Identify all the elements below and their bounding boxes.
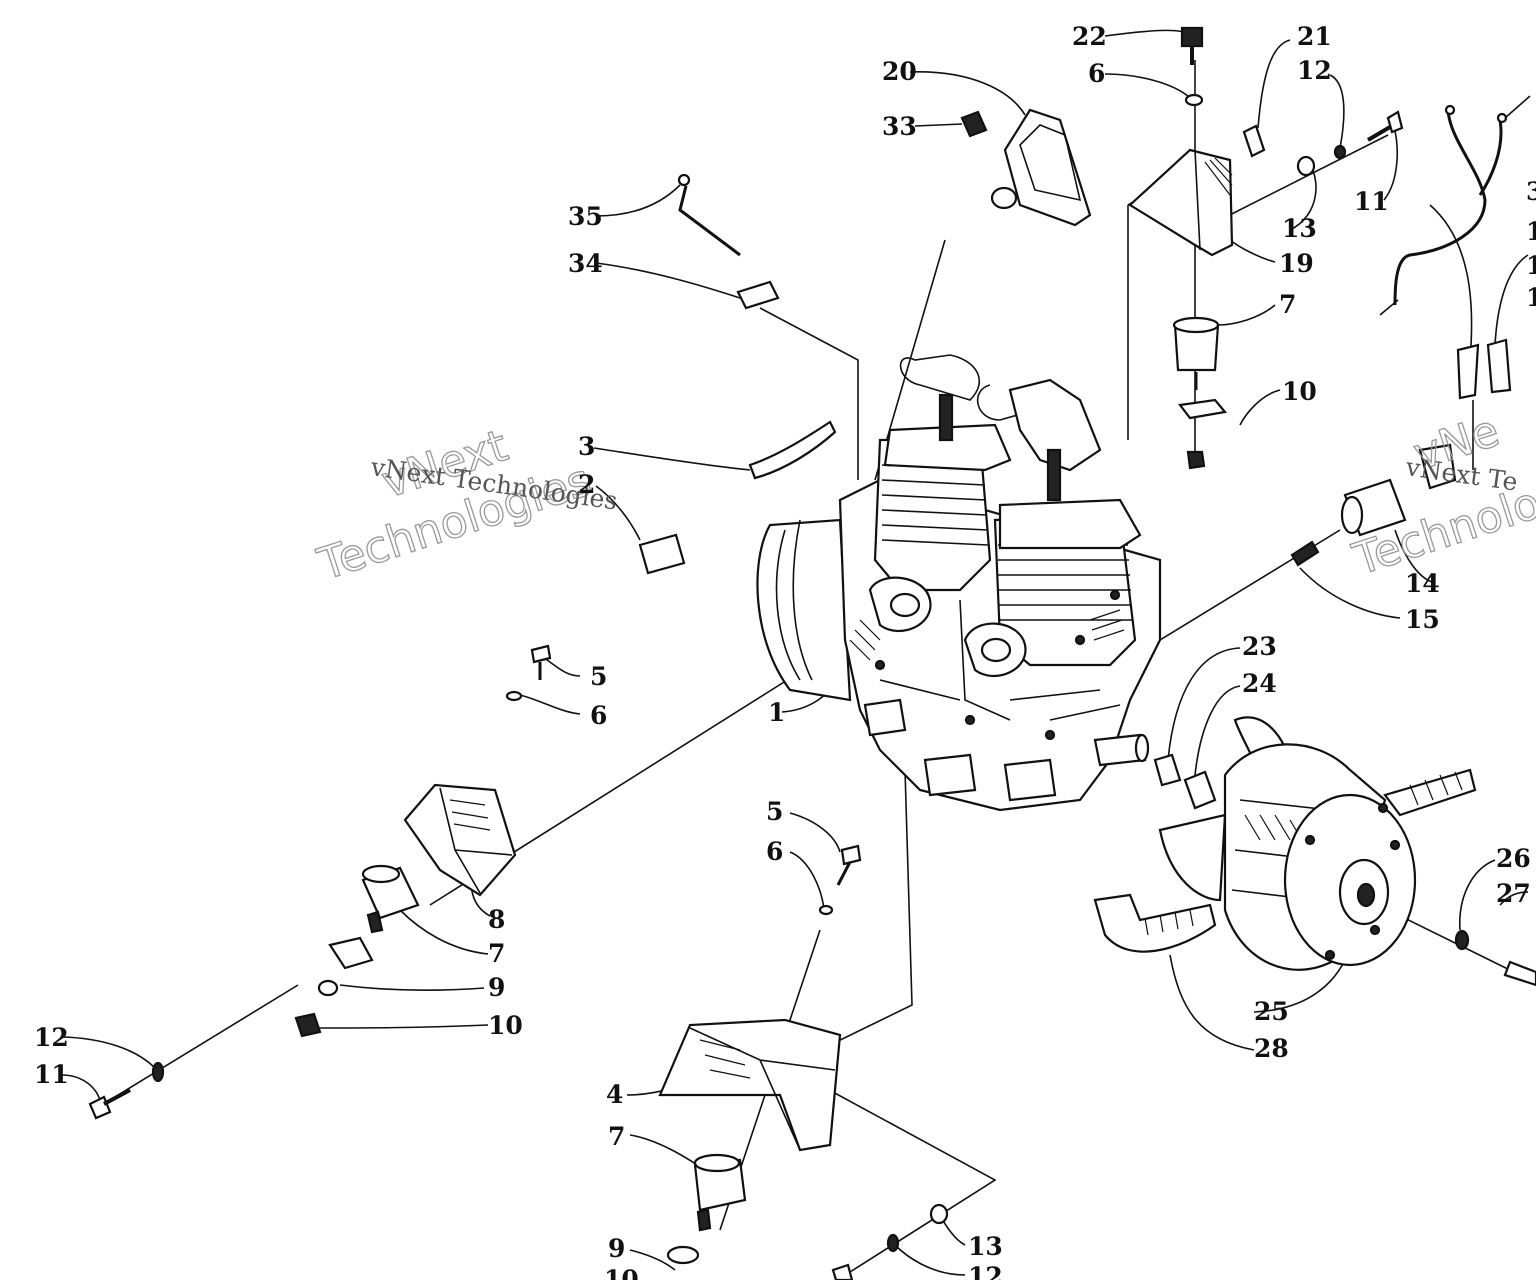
callout-6: 6 <box>590 701 607 730</box>
callout-15: 15 <box>1405 605 1440 634</box>
callout-10: 10 <box>604 1265 639 1280</box>
callout-3-cut: 3 <box>1526 177 1536 206</box>
watermark-right-line: vNext Te <box>1403 452 1519 497</box>
callout-20: 20 <box>882 57 917 86</box>
callout-21: 21 <box>1297 22 1332 51</box>
lower-mount-parts <box>658 844 949 1280</box>
clutch-assembly <box>1093 716 1536 987</box>
callout-34: 34 <box>568 249 603 278</box>
callout-5: 5 <box>766 797 783 826</box>
callout-8: 8 <box>488 905 505 934</box>
callout-25: 25 <box>1254 997 1289 1026</box>
callout-12: 12 <box>1297 56 1332 85</box>
callout-4: 4 <box>606 1080 623 1109</box>
callout-33: 33 <box>882 112 917 141</box>
callout-9: 9 <box>608 1234 625 1263</box>
callout-10: 10 <box>488 1011 523 1040</box>
callout-7: 7 <box>488 939 505 968</box>
callout-10: 10 <box>1282 377 1317 406</box>
callouts: 22 21 20 6 12 33 11 35 13 19 34 7 10 3 2… <box>34 22 1536 1280</box>
callout-6: 6 <box>1088 59 1105 88</box>
callout-13: 13 <box>968 1232 1003 1261</box>
callout-7: 7 <box>608 1122 625 1151</box>
callout-9: 9 <box>488 973 505 1002</box>
callout-23: 23 <box>1242 632 1277 661</box>
callout-35: 35 <box>568 202 603 231</box>
callout-27: 27 <box>1496 879 1531 908</box>
callout-11: 11 <box>34 1060 69 1089</box>
callout-2: 2 <box>578 470 595 499</box>
callout-24: 24 <box>1242 669 1277 698</box>
left-mount-parts <box>88 644 552 1120</box>
callout-1-cut-b: 1 <box>1526 251 1536 280</box>
callout-3: 3 <box>578 432 595 461</box>
callout-12: 12 <box>968 1262 1003 1280</box>
top-parts <box>638 26 1531 575</box>
callout-1-cut-c: 1 <box>1526 283 1536 312</box>
callout-1: 1 <box>768 698 785 727</box>
callout-7: 7 <box>1279 290 1296 319</box>
callout-6: 6 <box>766 837 783 866</box>
callout-26: 26 <box>1496 844 1531 873</box>
callout-14: 14 <box>1405 569 1440 598</box>
callout-12: 12 <box>34 1023 69 1052</box>
engine-assembly <box>756 354 1162 812</box>
callout-22: 22 <box>1072 22 1107 51</box>
callout-28: 28 <box>1254 1034 1289 1063</box>
callout-19: 19 <box>1279 249 1314 278</box>
callout-1-cut-a: 1 <box>1526 217 1536 246</box>
callout-11: 11 <box>1354 187 1389 216</box>
callout-13: 13 <box>1282 214 1317 243</box>
callout-5: 5 <box>590 662 607 691</box>
